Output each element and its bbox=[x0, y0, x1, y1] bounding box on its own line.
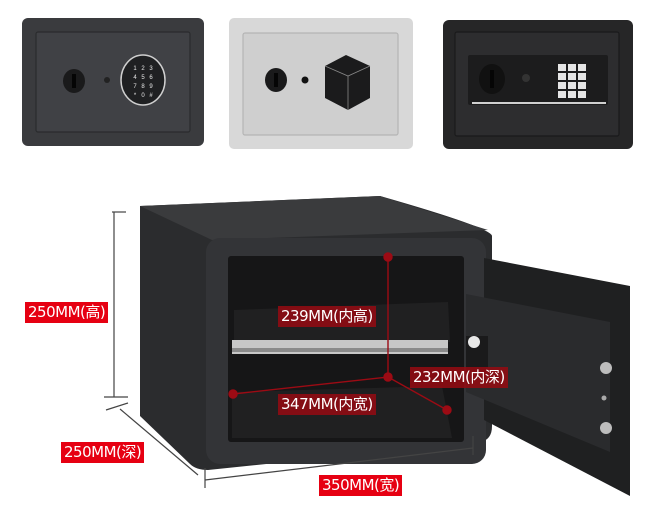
svg-text:3: 3 bbox=[149, 66, 153, 72]
svg-text:9: 9 bbox=[149, 84, 153, 90]
inner-height-label: 239MM(内高) bbox=[278, 306, 376, 327]
inner-depth-label: 232MM(内深) bbox=[410, 367, 508, 388]
svg-text:8: 8 bbox=[141, 84, 145, 90]
inner-width-label: 347MM(内宽) bbox=[278, 394, 376, 415]
svg-text:1: 1 bbox=[133, 66, 137, 72]
variant-black-keypad-safe[interactable] bbox=[440, 18, 636, 151]
svg-text:5: 5 bbox=[141, 75, 145, 81]
svg-text:#: # bbox=[149, 93, 153, 99]
svg-text:6: 6 bbox=[149, 75, 153, 81]
outer-depth-label: 250MM(深) bbox=[61, 442, 145, 463]
variant-silver-cube-safe[interactable] bbox=[228, 18, 414, 151]
main-safe-open-view bbox=[0, 180, 650, 516]
outer-width-label: 350MM(宽) bbox=[319, 475, 403, 496]
svg-text:2: 2 bbox=[141, 66, 145, 72]
svg-text:0: 0 bbox=[141, 93, 145, 99]
svg-text:*: * bbox=[134, 93, 137, 99]
outer-height-label: 250MM(高) bbox=[25, 302, 109, 323]
svg-text:7: 7 bbox=[133, 84, 137, 90]
svg-text:4: 4 bbox=[133, 75, 137, 81]
